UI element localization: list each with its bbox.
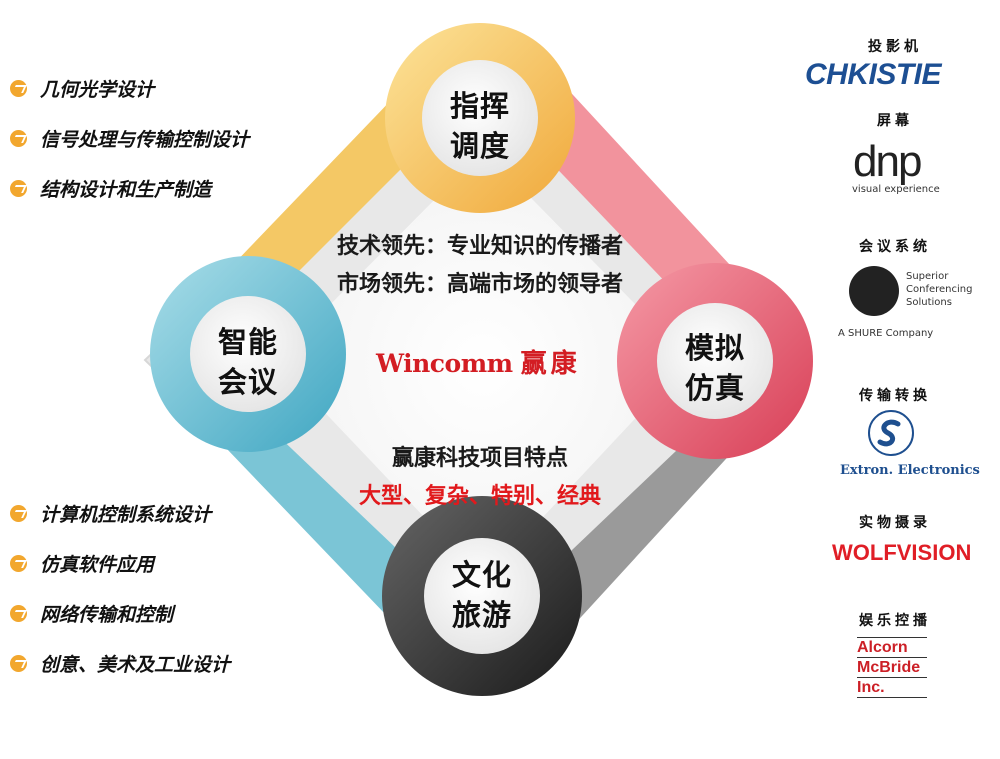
check-icon bbox=[10, 654, 27, 672]
christie-logo: CHKISTIE bbox=[805, 58, 942, 91]
alcorn-line: Inc. bbox=[857, 679, 885, 696]
diamond-center bbox=[275, 150, 690, 580]
list-item-label: 网络传输和控制 bbox=[40, 603, 174, 626]
capability-list-top: 几何光学设计 信号处理与传输控制设计 结构设计和生产制造 bbox=[10, 63, 249, 213]
capability-list-bottom: 计算机控制系统设计 仿真软件应用 网络传输和控制 创意、美术及工业设计 bbox=[10, 488, 230, 688]
circle-label-line: 仿真 bbox=[684, 371, 745, 405]
brand-name-en: Wincomm bbox=[376, 349, 513, 378]
dsi-subtitle: A SHURE Company bbox=[838, 328, 934, 339]
extron-logo: Extron. Electronics bbox=[840, 463, 980, 478]
left-circle-label: 智能 会议 bbox=[188, 322, 308, 402]
check-icon bbox=[10, 179, 27, 197]
circle-label-line: 旅游 bbox=[451, 598, 512, 632]
wolfvision-logo: WOLFVISION bbox=[832, 540, 972, 565]
dsi-logo-mark bbox=[849, 266, 899, 316]
dsi-line: Solutions bbox=[906, 297, 952, 308]
list-item-label: 仿真软件应用 bbox=[40, 553, 155, 576]
list-item: 创意、美术及工业设计 bbox=[10, 638, 230, 688]
list-item: 计算机控制系统设计 bbox=[10, 488, 230, 538]
list-item-label: 结构设计和生产制造 bbox=[40, 178, 212, 201]
partner-heading-transmission: 传输转换 bbox=[859, 388, 931, 404]
right-circle-label: 模拟 仿真 bbox=[655, 328, 775, 408]
list-item-label: 创意、美术及工业设计 bbox=[40, 653, 231, 676]
partner-heading-playback: 娱乐控播 bbox=[859, 613, 931, 629]
partner-heading-presenter: 实物摄录 bbox=[859, 515, 931, 531]
dsi-logo-text: Superior Conferencing Solutions bbox=[906, 270, 972, 309]
dnp-logo: dnp bbox=[853, 137, 922, 186]
check-icon bbox=[10, 604, 27, 622]
check-icon bbox=[10, 554, 27, 572]
list-item-label: 信号处理与传输控制设计 bbox=[40, 128, 250, 151]
bottom-circle-label: 文化 旅游 bbox=[422, 555, 542, 635]
top-circle-inner bbox=[422, 60, 538, 176]
list-item: 结构设计和生产制造 bbox=[10, 163, 249, 213]
market-lead-text: 市场领先：高端市场的领导者 bbox=[336, 272, 623, 297]
circle-label-line: 指挥 bbox=[449, 89, 510, 123]
alcorn-mcbride-logo: Alcorn McBride Inc. bbox=[857, 637, 927, 698]
list-item: 几何光学设计 bbox=[10, 63, 249, 113]
tech-lead-text: 技术领先：专业知识的传播者 bbox=[336, 234, 623, 259]
circle-label-line: 智能 bbox=[217, 325, 278, 359]
top-circle-label: 指挥 调度 bbox=[420, 86, 540, 166]
circle-label-line: 会议 bbox=[217, 365, 278, 399]
list-item: 信号处理与传输控制设计 bbox=[10, 113, 249, 163]
dnp-tagline: visual experience bbox=[852, 184, 940, 195]
alcorn-line: McBride bbox=[857, 658, 927, 678]
left-circle-inner bbox=[190, 296, 306, 412]
partner-heading-screen: 屏幕 bbox=[877, 113, 913, 129]
list-item: 网络传输和控制 bbox=[10, 588, 230, 638]
dsi-line: Superior bbox=[906, 271, 949, 282]
features-text: 大型、复杂、特别、经典 bbox=[358, 484, 601, 509]
check-icon bbox=[10, 79, 27, 97]
check-icon bbox=[10, 129, 27, 147]
partner-heading-conference: 会议系统 bbox=[859, 239, 931, 255]
extron-emblem-icon bbox=[868, 410, 914, 456]
features-title: 赢康科技项目特点 bbox=[391, 446, 568, 471]
alcorn-line: Alcorn bbox=[857, 638, 927, 658]
partner-heading-projector: 投影机 bbox=[868, 39, 922, 55]
brand-name-cn: 赢康 bbox=[520, 349, 581, 379]
list-item-label: 计算机控制系统设计 bbox=[40, 503, 212, 526]
edge-bottom-left bbox=[180, 390, 440, 640]
circle-label-line: 文化 bbox=[451, 558, 512, 592]
circle-label-line: 模拟 bbox=[684, 331, 745, 365]
check-icon bbox=[10, 504, 27, 522]
dsi-line: Conferencing bbox=[906, 284, 973, 295]
bottom-circle-inner bbox=[424, 538, 540, 654]
circle-label-line: 调度 bbox=[449, 129, 510, 163]
list-item: 仿真软件应用 bbox=[10, 538, 230, 588]
right-circle-inner bbox=[657, 303, 773, 419]
list-item-label: 几何光学设计 bbox=[40, 78, 155, 101]
